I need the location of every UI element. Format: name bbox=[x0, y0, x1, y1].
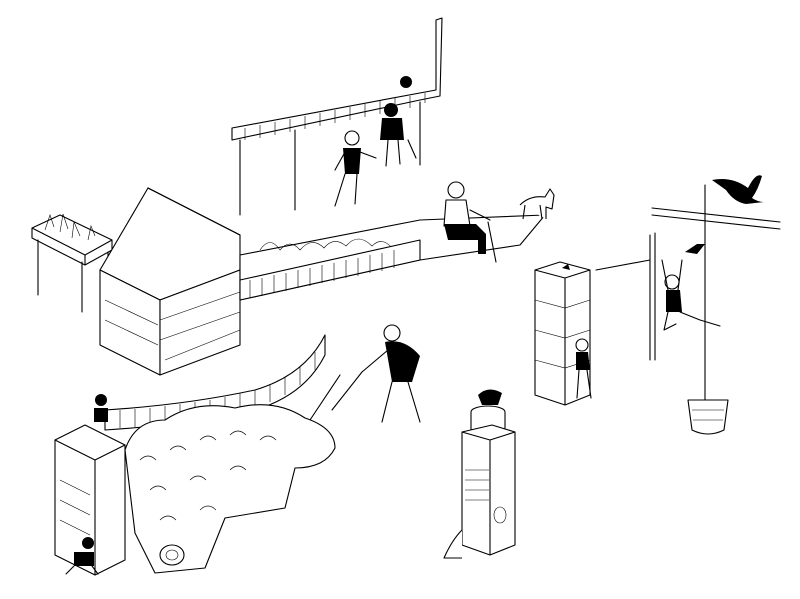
seated-man bbox=[443, 181, 497, 263]
tower-planter bbox=[54, 424, 126, 576]
hedge-bench bbox=[239, 214, 546, 301]
child-at-column bbox=[575, 338, 592, 399]
climbing-pole-frame bbox=[595, 184, 781, 435]
crouching-child bbox=[65, 537, 99, 575]
house-shaped-structure bbox=[99, 187, 241, 376]
man-with-rake bbox=[309, 324, 421, 423]
children-at-fence bbox=[380, 76, 417, 167]
corrugated-fence bbox=[231, 17, 443, 216]
pipe-tube bbox=[159, 544, 185, 566]
running-child bbox=[334, 130, 377, 207]
perched-bird bbox=[685, 244, 705, 254]
stone-column bbox=[534, 261, 591, 406]
flying-bird bbox=[712, 175, 764, 204]
climbing-person bbox=[661, 259, 721, 331]
tall-column-with-bird bbox=[443, 389, 516, 559]
child-at-tower bbox=[94, 394, 108, 422]
dog bbox=[519, 188, 555, 220]
leafy-hedge bbox=[124, 404, 336, 574]
